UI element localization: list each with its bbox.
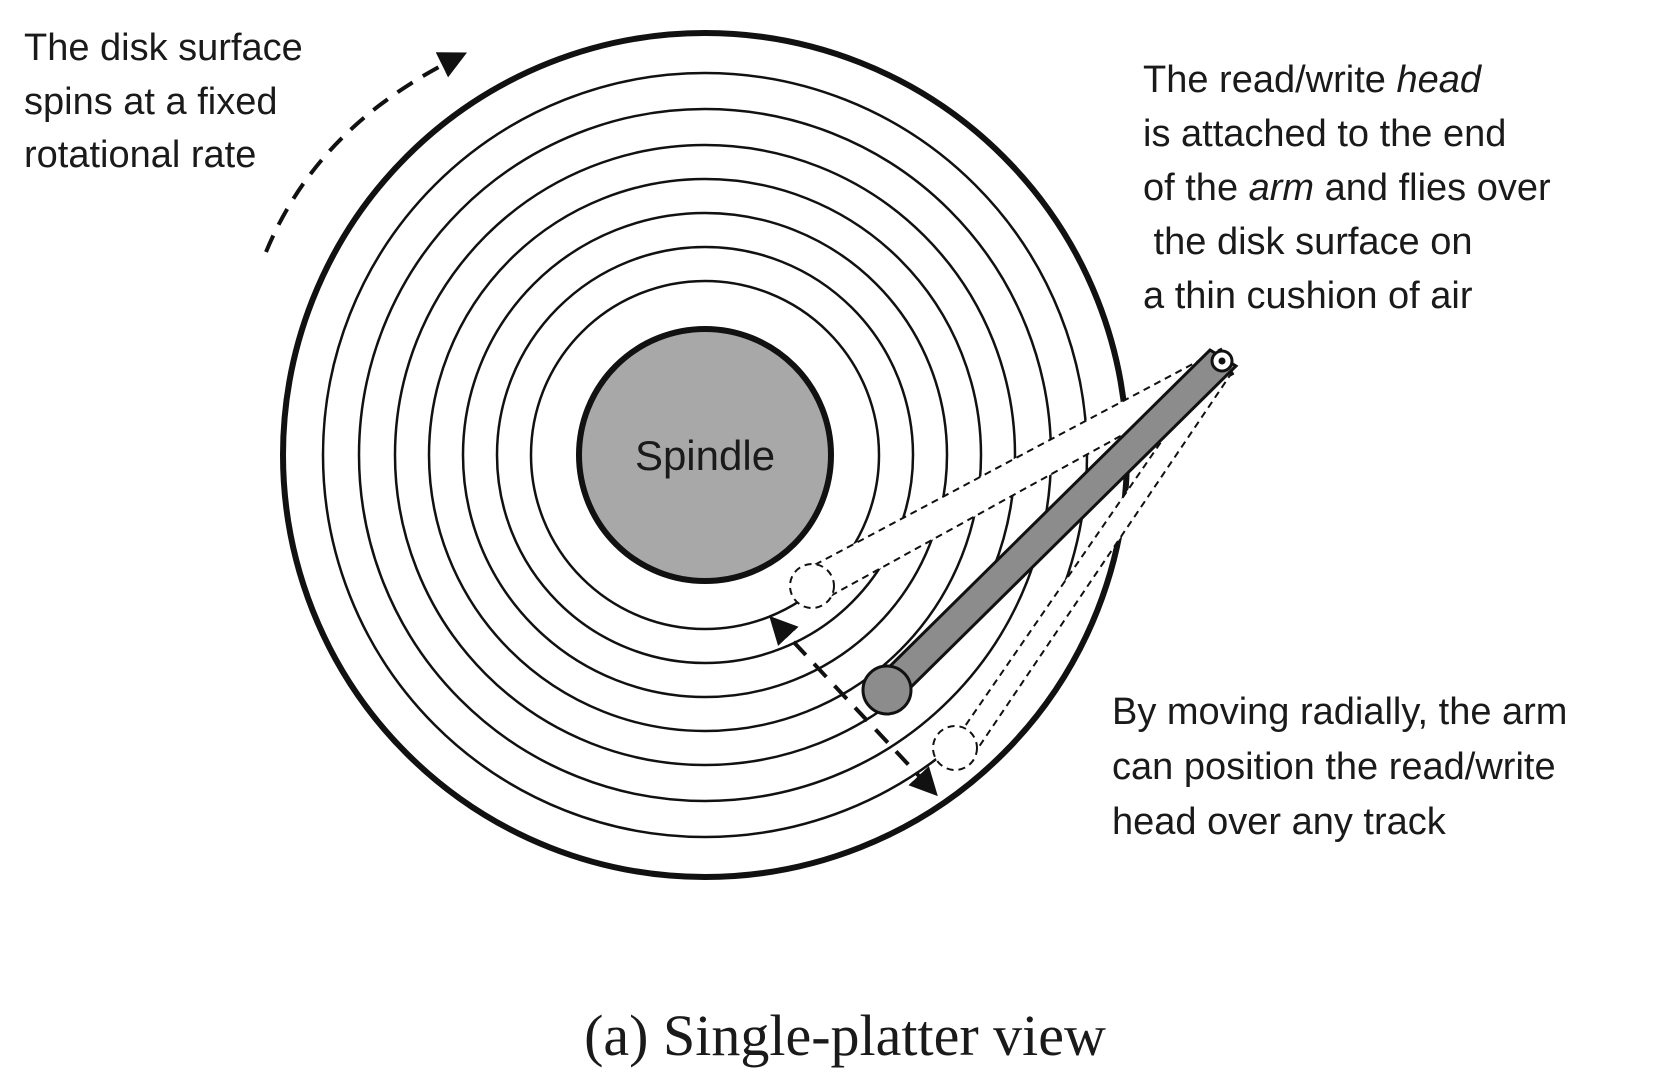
head-note-line: The read/write head xyxy=(1143,59,1483,101)
arm-pivot-center xyxy=(1218,357,1226,365)
platter: Spindle xyxy=(280,30,1130,880)
spin-note-line: The disk surface xyxy=(24,27,303,69)
arm-note-line: By moving radially, the arm xyxy=(1112,691,1567,733)
spin-annotation: The disk surface spins at a fixed rotati… xyxy=(24,27,303,176)
track xyxy=(461,211,949,699)
actuator-arm xyxy=(861,348,1239,716)
track xyxy=(529,279,881,631)
head-note-line: the disk surface on xyxy=(1143,221,1473,263)
head-note-line: of the arm and flies over xyxy=(1143,167,1551,209)
arm-note-line: can position the read/write xyxy=(1112,746,1556,788)
spindle xyxy=(576,326,834,584)
head-note-line: is attached to the end xyxy=(1143,113,1506,155)
arm-annotation: By moving radially, the arm can position… xyxy=(1112,691,1567,843)
track xyxy=(495,245,915,665)
head-annotation: The read/write head is attached to the e… xyxy=(1143,59,1551,317)
figure-caption: (a) Single-platter view xyxy=(584,1003,1106,1068)
spin-note-line: spins at a fixed xyxy=(24,81,277,123)
read-write-head xyxy=(861,664,913,716)
spindle-label: Spindle xyxy=(635,432,775,479)
track xyxy=(393,143,1017,767)
radial-movement-arrow xyxy=(769,615,938,797)
track xyxy=(427,177,983,733)
tracks xyxy=(321,71,1089,839)
arm-note-line: head over any track xyxy=(1112,801,1447,843)
spin-note-line: rotational rate xyxy=(24,134,256,176)
rotation-arrow xyxy=(264,52,468,253)
head-note-line: a thin cushion of air xyxy=(1143,275,1473,317)
